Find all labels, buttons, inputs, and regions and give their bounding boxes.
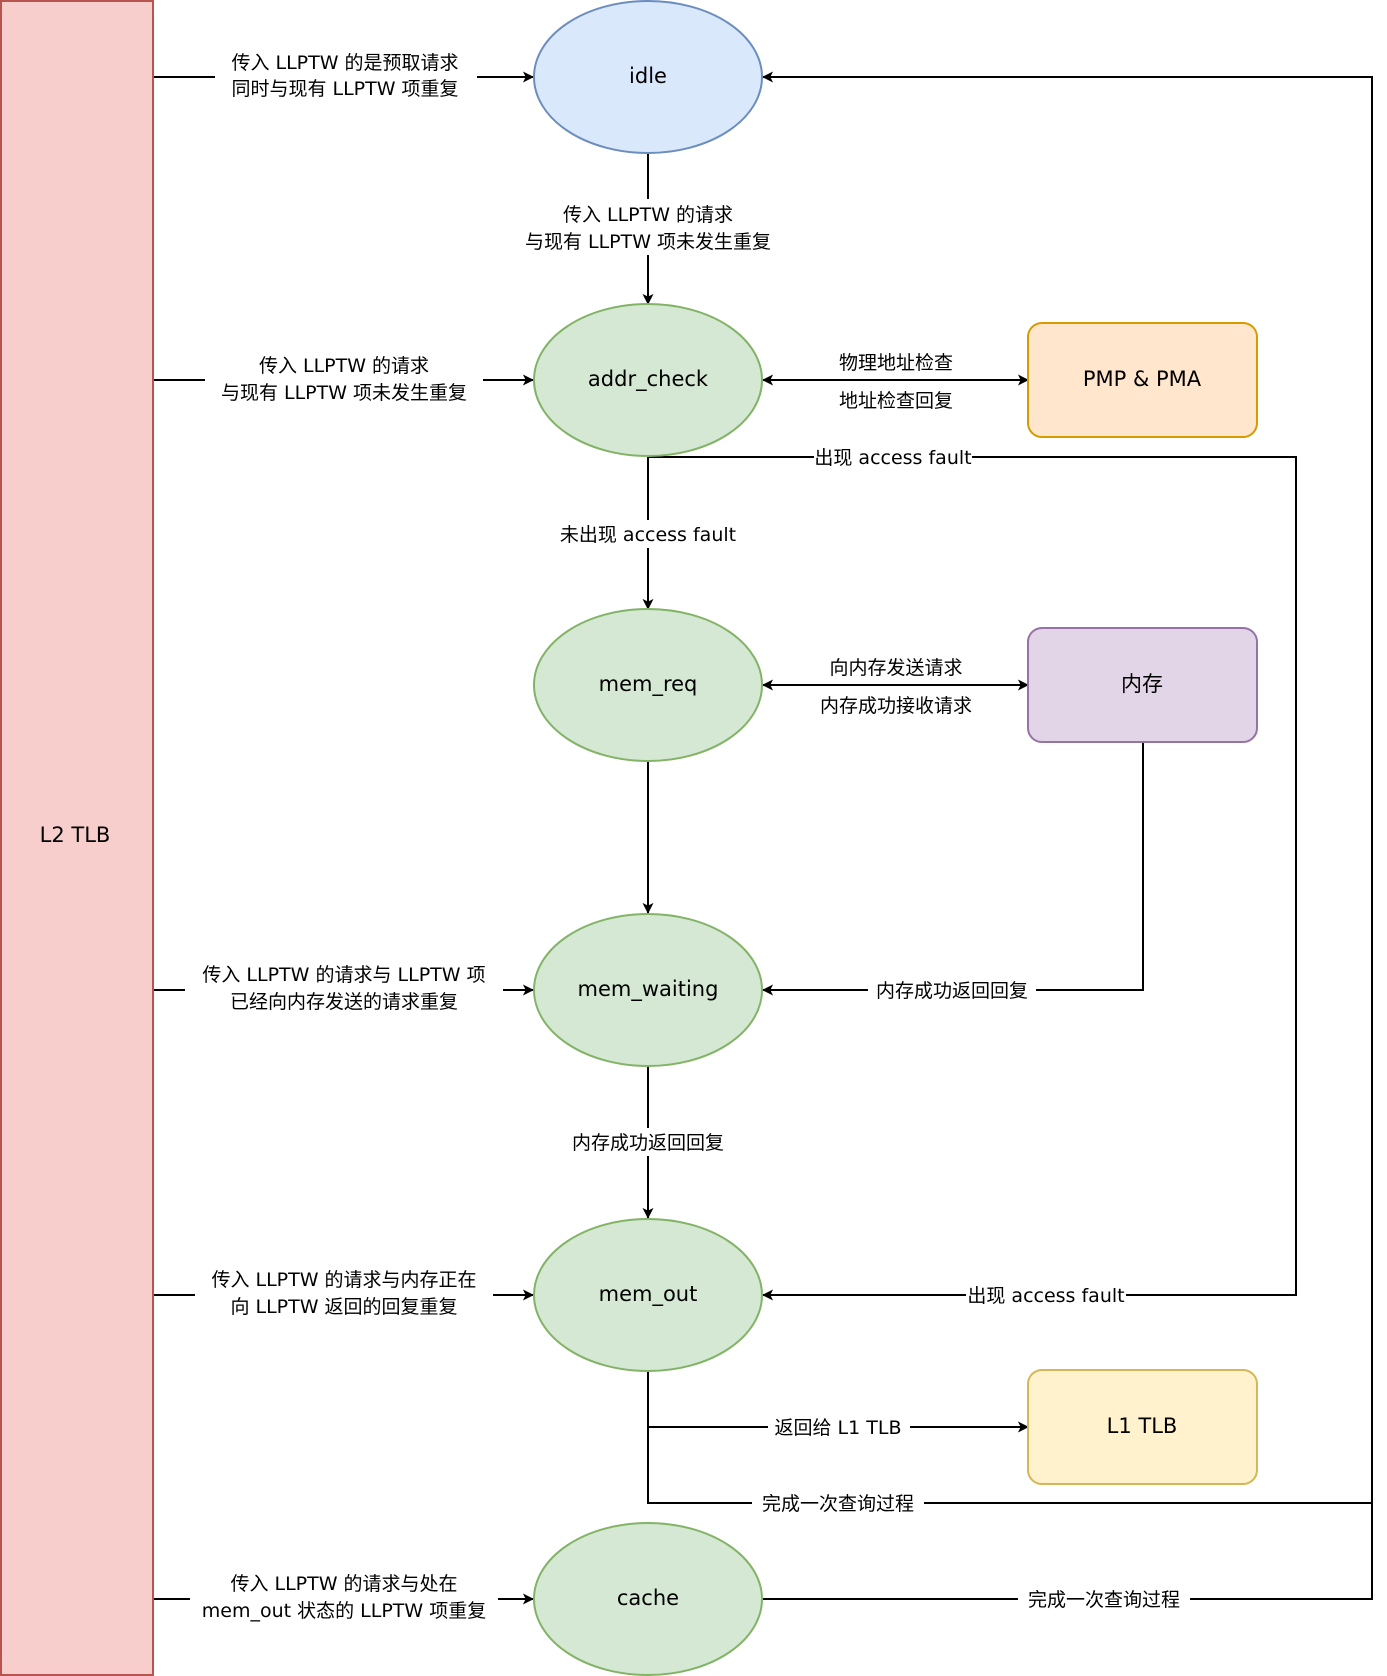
edge-mem-out-down	[647, 1371, 1372, 1504]
edge-cache-done	[763, 1503, 1373, 1600]
state-mem-req: mem_req	[533, 608, 763, 762]
edge-memory-to-mem-waiting	[762, 742, 1144, 996]
label-l2-to-idle-2: 同时与现有 LLPTW 项重复	[231, 78, 458, 100]
label-l2-to-cache-2: mem_out 状态的 LLPTW 项重复	[202, 1600, 486, 1622]
label-addr-check-to-pmp: 物理地址检查	[839, 352, 953, 374]
state-mem-waiting-label: mem_waiting	[578, 977, 719, 1002]
l2-tlb-block: L2 TLB	[0, 0, 154, 1676]
label-memory-to-mem-req: 内存成功接收请求	[820, 695, 972, 717]
memory-block: 内存	[1027, 627, 1258, 743]
state-idle: idle	[533, 0, 763, 154]
label-memory-to-mem-waiting: 内存成功返回回复	[876, 980, 1028, 1002]
label-idle-to-addr-check-2: 与现有 LLPTW 项未发生重复	[525, 231, 771, 253]
label-access-fault-top: 出现 access fault	[814, 447, 971, 469]
edge-labels: 传入 LLPTW 的是预取请求 同时与现有 LLPTW 项重复 传入 LLPTW…	[185, 48, 1190, 1623]
state-mem-req-label: mem_req	[599, 672, 698, 697]
label-access-fault-bottom: 出现 access fault	[967, 1285, 1124, 1307]
pmp-pma-label: PMP & PMA	[1083, 367, 1202, 391]
state-mem-out: mem_out	[533, 1218, 763, 1372]
label-no-access-fault: 未出现 access fault	[560, 524, 736, 546]
edge-access-fault	[648, 456, 1297, 1301]
label-mem-req-to-memory: 向内存发送请求	[829, 657, 962, 679]
l2-tlb-label: L2 TLB	[40, 823, 111, 847]
state-cache: cache	[533, 1522, 763, 1676]
label-l2-to-cache-1: 传入 LLPTW 的请求与处在	[230, 1573, 457, 1595]
label-l2-to-mem-waiting-1: 传入 LLPTW 的请求与 LLPTW 项	[202, 964, 485, 986]
l1-tlb-label: L1 TLB	[1107, 1414, 1178, 1438]
l1-tlb-block: L1 TLB	[1027, 1369, 1258, 1485]
label-l2-to-mem-out-2: 向 LLPTW 返回的回复重复	[230, 1296, 457, 1318]
label-l2-to-mem-waiting-2: 已经向内存发送的请求重复	[230, 991, 458, 1013]
label-mem-waiting-to-mem-out: 内存成功返回回复	[572, 1132, 724, 1154]
pmp-pma-block: PMP & PMA	[1027, 322, 1258, 438]
label-pmp-to-addr-check: 地址检查回复	[839, 390, 953, 412]
label-mem-out-done: 完成一次查询过程	[762, 1493, 914, 1515]
state-addr-check-label: addr_check	[588, 367, 709, 392]
label-l2-to-idle-1: 传入 LLPTW 的是预取请求	[231, 52, 458, 74]
edge-return-to-idle	[762, 71, 1373, 1503]
state-mem-waiting: mem_waiting	[533, 913, 763, 1067]
label-l2-to-mem-out-1: 传入 LLPTW 的请求与内存正在	[211, 1269, 476, 1291]
label-l2-to-addr-check-2: 与现有 LLPTW 项未发生重复	[221, 382, 467, 404]
label-l2-to-addr-check-1: 传入 LLPTW 的请求	[259, 355, 429, 377]
label-idle-to-addr-check-1: 传入 LLPTW 的请求	[563, 204, 733, 226]
state-cache-label: cache	[617, 1586, 679, 1610]
state-mem-out-label: mem_out	[599, 1282, 698, 1307]
label-cache-done: 完成一次查询过程	[1028, 1589, 1180, 1611]
label-return-l1: 返回给 L1 TLB	[775, 1417, 902, 1439]
memory-label: 内存	[1121, 672, 1163, 696]
state-addr-check: addr_check	[533, 303, 763, 457]
state-idle-label: idle	[629, 64, 667, 88]
